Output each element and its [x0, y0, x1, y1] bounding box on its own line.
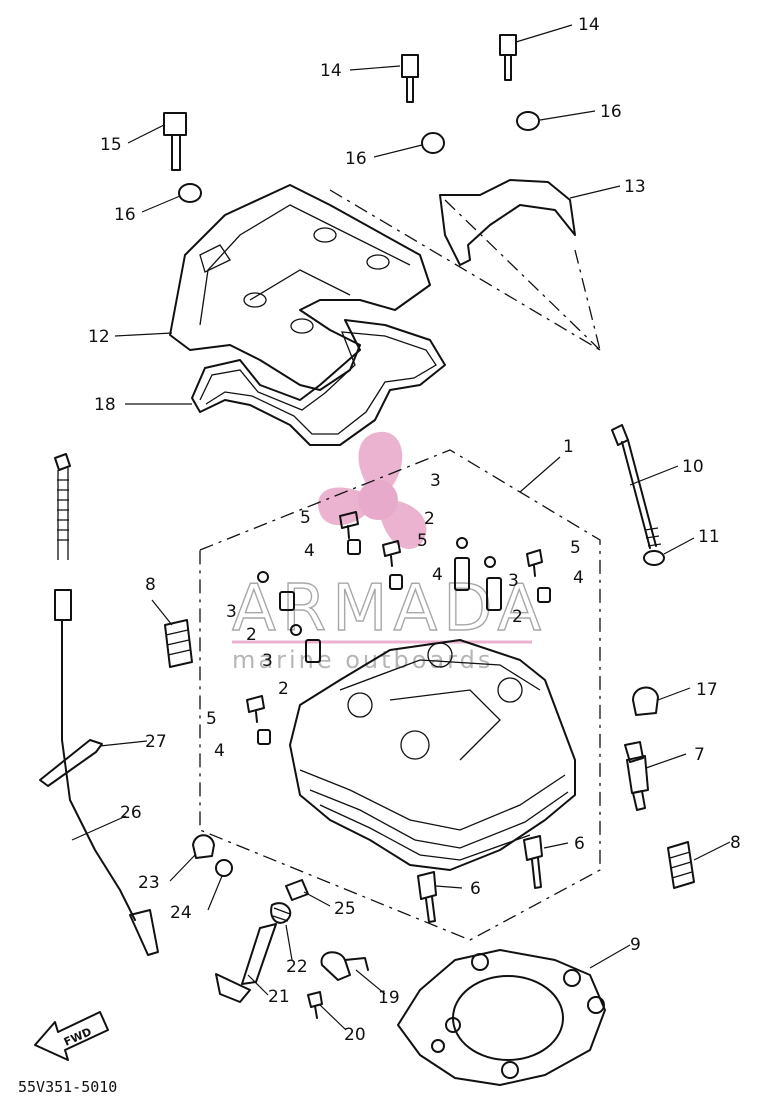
- callout-1: 1: [563, 437, 574, 457]
- bolt-6b: [417, 871, 437, 923]
- spring-22: [270, 902, 292, 924]
- head-gasket: [397, 949, 606, 1086]
- bolt-6a: [523, 835, 543, 889]
- bracket-19: [320, 951, 369, 981]
- bolt-14b: [499, 34, 517, 81]
- cover-bolt-path: [329, 189, 601, 351]
- spark-plug-7: [624, 741, 649, 811]
- callout-7: 7: [694, 745, 705, 765]
- callout-25: 25: [334, 899, 356, 919]
- stud-bolt-10: [611, 424, 662, 549]
- callout-5b: 5: [417, 531, 428, 551]
- callout-13: 13: [624, 177, 646, 197]
- cap-16c: [516, 111, 540, 131]
- washer-11: [643, 550, 665, 566]
- callout-18: 18: [94, 395, 116, 415]
- bolt-15: [163, 112, 187, 171]
- watermark: ARMADA marine outboards: [231, 431, 542, 674]
- cylinder-head-boundary: [199, 449, 601, 941]
- leader-lines: [71, 24, 731, 1031]
- callout-27: 27: [145, 732, 167, 752]
- callout-2c: 2: [246, 625, 257, 645]
- callout-15: 15: [100, 135, 122, 155]
- cap-16b: [421, 132, 445, 154]
- cover-bracket: [439, 179, 576, 266]
- callout-24: 24: [170, 903, 192, 923]
- callout-8a: 8: [145, 575, 156, 595]
- cylinder-head-cover: [169, 184, 431, 391]
- callout-19: 19: [378, 988, 400, 1008]
- callout-3b: 3: [508, 571, 519, 591]
- callout-11: 11: [698, 527, 720, 547]
- callout-3a: 3: [430, 471, 441, 491]
- callout-9: 9: [630, 935, 641, 955]
- callout-23: 23: [138, 873, 160, 893]
- propeller-logo-icon: [318, 431, 427, 549]
- fwd-arrow-icon: FWD: [34, 1011, 109, 1061]
- callout-22: 22: [286, 957, 308, 977]
- callout-4d: 4: [214, 741, 225, 761]
- callout-17: 17: [696, 680, 718, 700]
- clip-27: [39, 739, 103, 787]
- callout-16a: 16: [600, 102, 622, 122]
- part-code: 55V351-5010: [18, 1078, 117, 1096]
- cover-gasket: [191, 319, 446, 446]
- watermark-tagline: marine outboards: [232, 646, 493, 674]
- callout-2d: 2: [278, 679, 289, 699]
- cylinder-head: [289, 639, 576, 871]
- cap-16a: [178, 183, 202, 203]
- plug-25: [285, 879, 309, 901]
- callout-20: 20: [344, 1025, 366, 1045]
- callout-26: 26: [120, 803, 142, 823]
- callout-16c: 16: [114, 205, 136, 225]
- callout-5c: 5: [570, 538, 581, 558]
- dowel-8b: [667, 841, 695, 889]
- callout-8b: 8: [730, 833, 741, 853]
- callout-5a: 5: [300, 508, 311, 528]
- callout-21: 21: [268, 987, 290, 1007]
- callout-4a: 4: [304, 541, 315, 561]
- callout-3d: 3: [262, 651, 273, 671]
- cable-26: [54, 453, 159, 956]
- cap-23: [192, 834, 215, 859]
- callout-12: 12: [88, 327, 110, 347]
- callout-6b: 6: [470, 879, 481, 899]
- valve-components: [246, 511, 551, 745]
- callout-14b: 14: [320, 61, 342, 81]
- bolt-20: [307, 991, 323, 1019]
- dowel-8a: [164, 619, 193, 668]
- callout-14a: 14: [578, 15, 600, 35]
- callout-5d: 5: [206, 709, 217, 729]
- callouts: 14 14 15 16 16 16 13 12 18 1 10 3 2 5 5 …: [88, 15, 741, 1045]
- callout-2b: 2: [512, 607, 523, 627]
- callout-2a: 2: [424, 509, 435, 529]
- washer-24: [215, 859, 233, 877]
- callout-4c: 4: [573, 568, 584, 588]
- callout-3c: 3: [226, 602, 237, 622]
- shaft-21: [215, 923, 277, 1003]
- callout-4b: 4: [432, 565, 443, 585]
- callout-16b: 16: [345, 149, 367, 169]
- bolt-14a: [401, 54, 419, 103]
- plug-cap-17: [632, 686, 659, 716]
- callout-6a: 6: [574, 834, 585, 854]
- callout-10: 10: [682, 457, 704, 477]
